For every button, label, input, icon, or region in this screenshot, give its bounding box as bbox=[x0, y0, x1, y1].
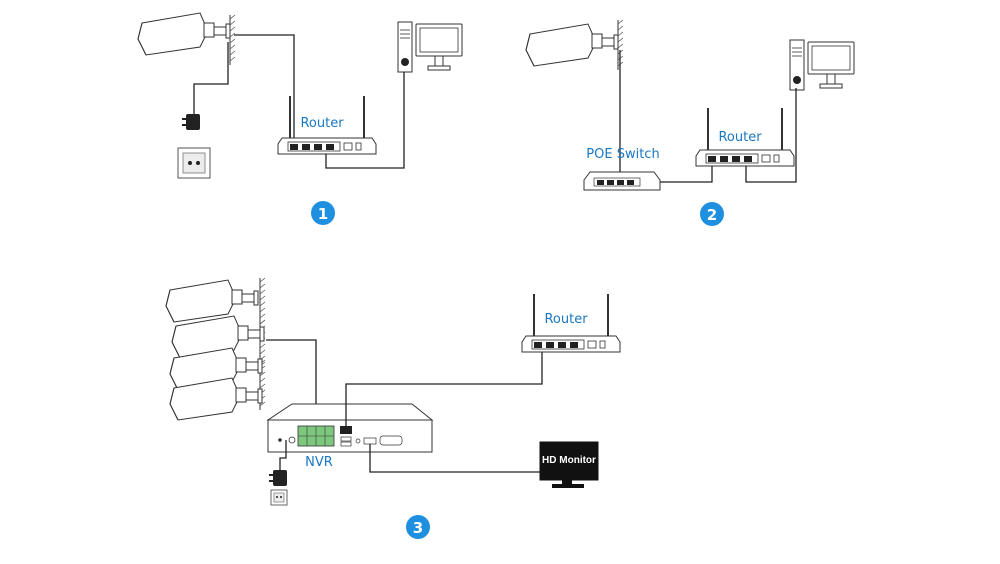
wall-icon bbox=[229, 14, 236, 66]
bullet-camera-icon bbox=[165, 279, 259, 323]
scenario-1: Router 1 bbox=[137, 12, 463, 225]
poe-switch-label: POE Switch bbox=[586, 147, 659, 162]
badge-number: 2 bbox=[707, 206, 717, 224]
badge-number: 3 bbox=[413, 519, 423, 537]
scenario-badge: 1 bbox=[311, 201, 335, 225]
bullet-camera-icon bbox=[137, 12, 231, 56]
scenario-3: NVR Router HD Monitor 3 bbox=[165, 277, 621, 539]
nvr-label: NVR bbox=[305, 455, 333, 470]
desktop-pc-icon bbox=[397, 21, 463, 73]
monitor-icon: HD Monitor bbox=[539, 441, 599, 488]
desktop-pc-icon bbox=[789, 39, 855, 91]
monitor-label: HD Monitor bbox=[542, 455, 596, 466]
wall-socket-icon bbox=[177, 147, 211, 179]
poe-switch-icon bbox=[583, 171, 661, 191]
scenario-badge: 2 bbox=[700, 202, 724, 226]
router-label: Router bbox=[300, 116, 344, 131]
scenario-badge: 3 bbox=[406, 515, 430, 539]
power-adapter-icon bbox=[182, 114, 200, 130]
bullet-camera-icon bbox=[525, 23, 619, 67]
badge-number: 1 bbox=[318, 205, 328, 223]
scenario-2: POE Switch Router 2 bbox=[525, 19, 855, 226]
router-label: Router bbox=[718, 130, 762, 145]
power-adapter-icon bbox=[269, 470, 287, 486]
router-label: Router bbox=[544, 312, 588, 327]
nvr-icon bbox=[266, 403, 434, 453]
wall-socket-icon bbox=[270, 489, 288, 506]
